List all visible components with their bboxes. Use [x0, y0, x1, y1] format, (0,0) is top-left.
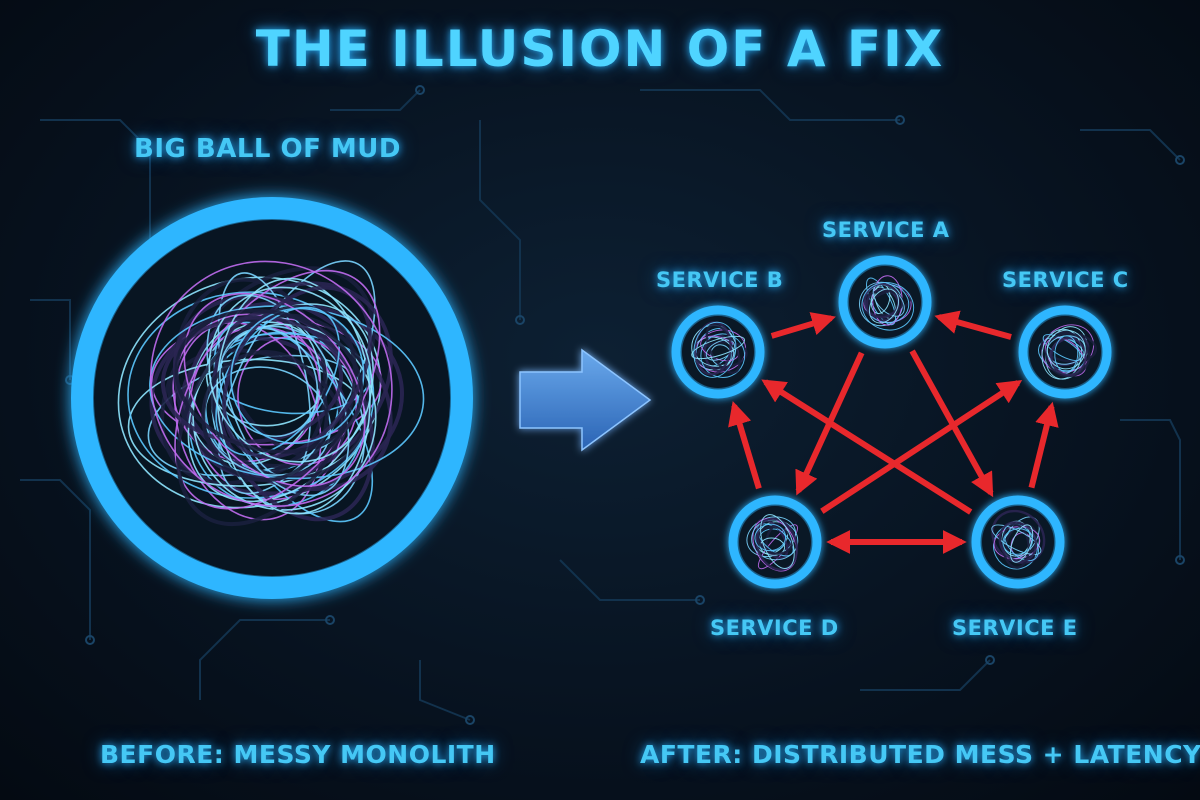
service-e-label: SERVICE E [952, 616, 1078, 640]
service-d-label: SERVICE D [710, 616, 839, 640]
tangle-icon [746, 514, 799, 572]
diagram-title: THE ILLUSION OF A FIX [255, 20, 945, 78]
tangle-icon [1038, 324, 1097, 380]
service-e-node [971, 495, 1065, 589]
tangle-icon [691, 321, 748, 378]
transition-arrow-icon [519, 348, 652, 452]
connection-d-b [728, 401, 762, 490]
tangle-icon [991, 509, 1046, 570]
service-d-node [728, 495, 822, 589]
connection-d-c [820, 380, 1023, 514]
connection-e-b [761, 379, 973, 515]
service-c-label: SERVICE C [1002, 268, 1129, 292]
service-b-node [671, 305, 765, 399]
service-nodes [671, 255, 1112, 589]
monolith-heading: BIG BALL OF MUD [134, 134, 401, 164]
before-caption: BEFORE: MESSY MONOLITH [100, 740, 496, 769]
after-caption: AFTER: DISTRIBUTED MESS + LATENCY [640, 740, 1200, 769]
service-b-label: SERVICE B [656, 268, 784, 292]
connection-a-e [909, 349, 994, 498]
service-connections [728, 310, 1059, 554]
connection-c-a [934, 310, 1012, 340]
connection-e-c [1028, 401, 1059, 489]
connection-b-a [770, 312, 836, 339]
tangle-icon [117, 260, 425, 527]
tangle-icon [859, 275, 915, 331]
service-c-node [1018, 305, 1112, 399]
big-ball-of-mud [71, 197, 473, 599]
service-a-node [838, 255, 932, 349]
service-a-label: SERVICE A [822, 218, 950, 242]
